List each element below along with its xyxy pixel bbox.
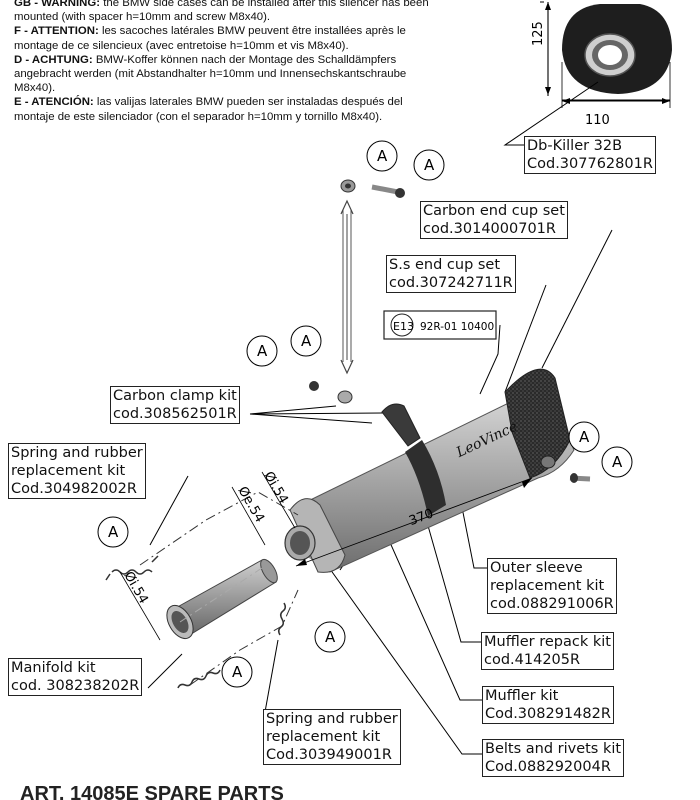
callout-a-2: A xyxy=(413,149,445,181)
callout-a-8: A xyxy=(314,621,346,653)
callout-a-7: A xyxy=(97,516,129,548)
note-d: D - ACHTUNG: BMW-Koffer können nach der … xyxy=(14,53,407,95)
db-killer-height-dim: 125 xyxy=(531,21,546,46)
spacer-and-bolt xyxy=(309,179,405,404)
callout-a-9: A xyxy=(221,656,253,688)
note-e: E - ATENCIÓN: las valijas laterales BMW … xyxy=(14,96,403,123)
pipe-inner-dim: Øi.54 xyxy=(121,569,151,606)
svg-text:A: A xyxy=(257,342,268,360)
svg-text:A: A xyxy=(325,628,336,646)
callout-a-1: A xyxy=(366,140,398,172)
callout-a-4: A xyxy=(290,325,322,357)
callouts: A A A A A A A A A xyxy=(97,140,633,688)
svg-text:A: A xyxy=(301,332,312,350)
homologation-circle-text: E13 xyxy=(393,320,414,333)
leader-lines xyxy=(147,81,613,755)
note-f: F - ATTENTION: les sacoches latérales BM… xyxy=(14,25,406,52)
svg-text:A: A xyxy=(424,156,435,174)
svg-text:A: A xyxy=(579,428,590,446)
svg-text:A: A xyxy=(612,453,623,471)
muffler-body: LeoVince xyxy=(284,368,575,573)
callout-a-6: A xyxy=(601,446,633,478)
db-killer-width-dim: 110 xyxy=(585,113,610,128)
callout-a-5: A xyxy=(568,421,600,453)
springs xyxy=(105,555,287,689)
db-killer-drawing: 125 110 xyxy=(531,1,672,128)
inlet-inner-dim: Øi.54 xyxy=(261,469,291,506)
end-bolt xyxy=(540,455,591,483)
svg-text:A: A xyxy=(108,523,119,541)
footer-cut-text: ART. 14085E SPARE PARTS xyxy=(20,783,284,800)
homologation-mark: E13 92R-01 10400 xyxy=(383,310,497,340)
svg-text:A: A xyxy=(377,147,388,165)
link-pipe xyxy=(166,558,278,640)
svg-text:A: A xyxy=(232,663,243,681)
callout-a-3: A xyxy=(246,335,278,367)
outer-dim: Øe.54 xyxy=(235,484,267,525)
homologation-text: 92R-01 10400 xyxy=(420,321,494,333)
assembly-lines xyxy=(139,491,299,686)
warning-notes: GB - WARNING: the BMW side cases can be … xyxy=(14,0,444,124)
note-gb: GB - WARNING: the BMW side cases can be … xyxy=(14,0,429,24)
